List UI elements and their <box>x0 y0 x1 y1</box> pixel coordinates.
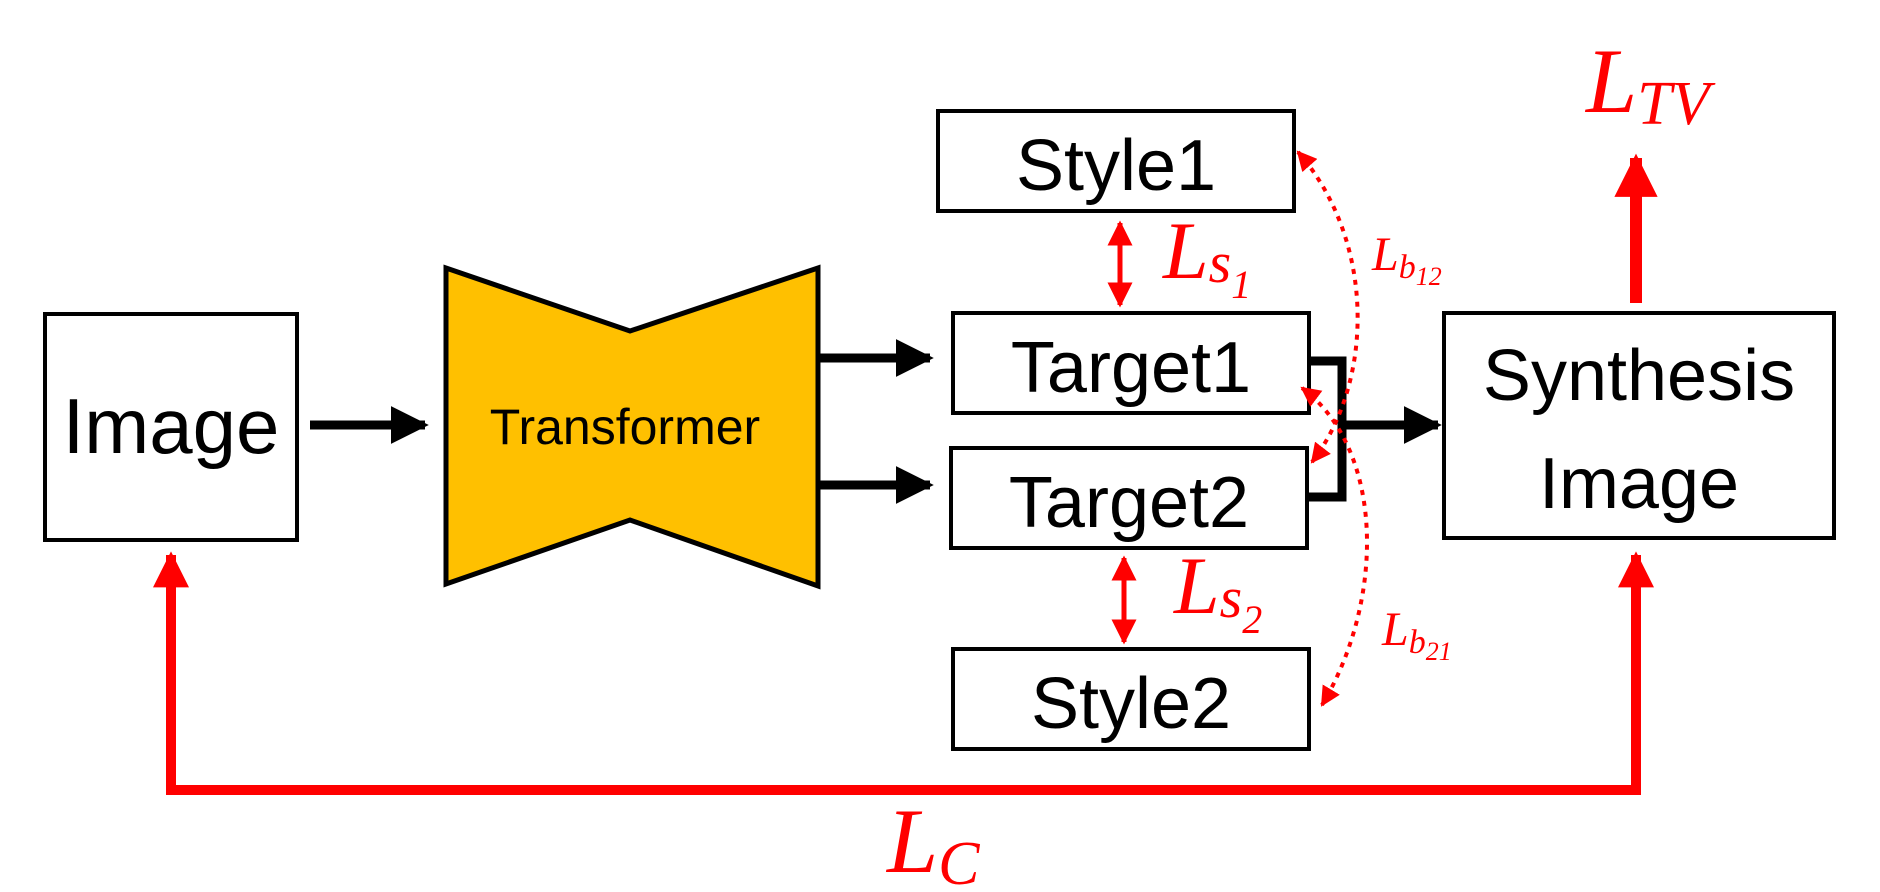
transformer-label: Transformer <box>490 399 760 455</box>
content-loss-path <box>153 551 1654 795</box>
style2-box <box>951 647 1311 751</box>
synthesis-label-line2: Image <box>1539 444 1739 524</box>
style2-label: Style2 <box>1031 664 1231 744</box>
content-loss-label: LC <box>885 790 980 892</box>
style1-loss-label: Ls1 <box>1162 205 1251 307</box>
style1-label: Style1 <box>1016 126 1216 206</box>
tv-loss-label: LTV <box>1584 30 1716 138</box>
target1-box <box>951 311 1311 415</box>
b12-loss-curve <box>1296 150 1360 464</box>
b12-loss-label: Lb12 <box>1371 228 1442 291</box>
target1-label: Target1 <box>1011 328 1251 408</box>
style2-loss-label: Ls2 <box>1173 540 1262 642</box>
b21-loss-curve <box>1300 386 1369 707</box>
synthesis-image-box <box>1442 311 1836 540</box>
style1-box <box>936 109 1296 213</box>
target2-box <box>949 446 1309 550</box>
target2-label: Target2 <box>1009 463 1249 543</box>
synthesis-label-line1: Synthesis <box>1483 336 1795 416</box>
image-box <box>43 312 299 542</box>
image-label: Image <box>63 382 280 470</box>
b21-loss-label: Lb21 <box>1381 603 1452 666</box>
targets-merge-bracket <box>1307 356 1347 502</box>
